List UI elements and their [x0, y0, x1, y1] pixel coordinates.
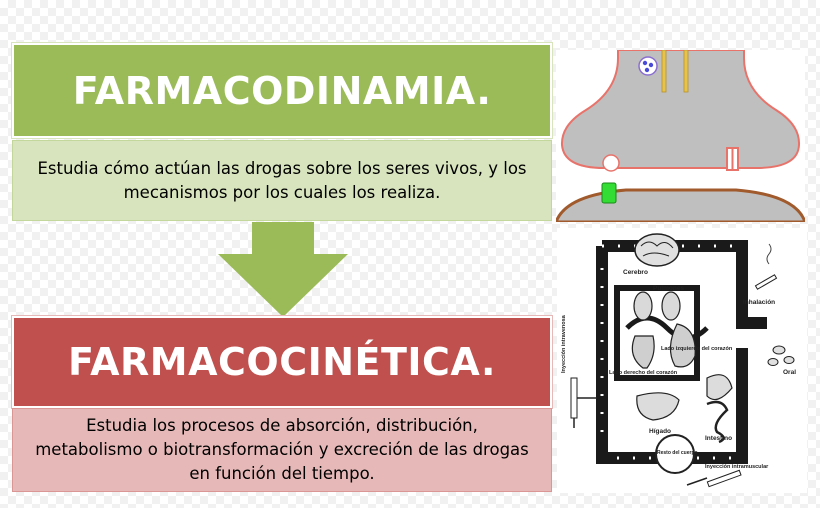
label-intestine: Intestino	[705, 435, 732, 442]
label-liver: Hígado	[649, 428, 671, 435]
down-arrow-icon	[218, 222, 348, 317]
pharmacokinetics-description-text: Estudia los procesos de absorción, distr…	[35, 416, 529, 483]
label-left-heart: Lado izquierdo del corazón	[661, 346, 733, 352]
pharmacodynamics-title: FARMACODINAMIA.	[12, 43, 552, 138]
drug-distribution-diagram: Cerebro Pulmones Inhalación Lado izquier…	[557, 228, 807, 493]
iv-syringe-icon	[570, 377, 597, 428]
pharmacodynamics-description-text: Estudia cómo actúan las drogas sobre los…	[37, 158, 527, 202]
heart-icon	[631, 323, 696, 369]
lungs-icon	[633, 291, 681, 321]
liver-icon	[636, 392, 680, 421]
label-brain: Cerebro	[623, 269, 648, 276]
pharmacokinetics-title: FARMACOCINÉTICA.	[12, 316, 552, 408]
intestine-icon	[706, 374, 733, 444]
pharmacokinetics-description: Estudia los procesos de absorción, distr…	[12, 408, 552, 492]
brain-icon	[634, 233, 680, 267]
label-iv-injection: Inyección intravenosa	[561, 314, 567, 373]
pills-icon	[767, 345, 795, 366]
label-rest-of-body: Resto del cuerpo	[657, 450, 698, 456]
label-inhalation: Inhalación	[743, 299, 775, 306]
synapse-illustration	[556, 50, 805, 222]
label-right-heart: Lado derecho del corazón	[609, 370, 678, 376]
im-syringe-icon	[686, 469, 742, 488]
pharmacodynamics-description: Estudia cómo actúan las drogas sobre los…	[12, 140, 552, 221]
label-im-injection: Inyección intramuscular	[705, 464, 769, 470]
cigarette-icon	[754, 243, 778, 290]
label-lungs: Pulmones	[653, 285, 684, 292]
label-oral: Oral	[783, 369, 796, 376]
